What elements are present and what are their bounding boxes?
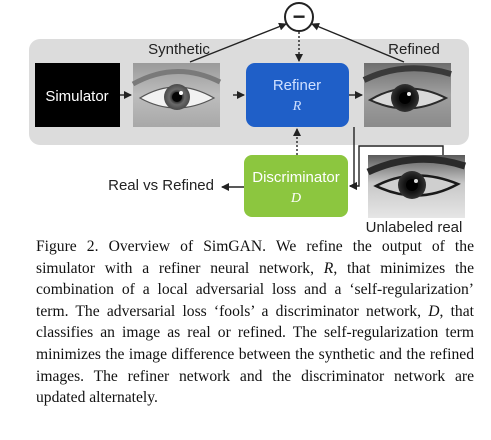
discriminator-symbol: D xyxy=(290,191,301,206)
refined-label: Refined xyxy=(388,41,440,58)
synthetic-label: Synthetic xyxy=(148,41,210,58)
minus-sign: − xyxy=(293,4,306,29)
refiner-block: Refiner R xyxy=(246,63,349,127)
discriminator-label: Discriminator xyxy=(252,169,340,186)
real-vs-refined-label: Real vs Refined xyxy=(108,177,214,194)
refiner-label: Refiner xyxy=(273,77,321,94)
caption-text-part-1: Overview of SimGAN. We refine the output… xyxy=(36,238,474,277)
arrow-synthetic-to-minus xyxy=(189,22,287,63)
flow-arrows xyxy=(120,22,444,191)
caption-text-part-3: , that classifies an image as real or re… xyxy=(36,302,474,407)
caption-symbol-d: D xyxy=(428,302,440,320)
arrow-refined-to-minus xyxy=(311,22,405,63)
unlabeled-real-eye-image xyxy=(366,155,467,218)
figure-caption: Figure 2. Overview of SimGAN. We refine … xyxy=(36,236,474,409)
caption-text-part-2: , that minimizes the combination of a lo… xyxy=(36,259,474,320)
refiner-symbol: R xyxy=(292,99,302,114)
discriminator-block: Discriminator D xyxy=(244,155,348,217)
arrow-unlabeled-to-discriminator xyxy=(349,145,444,190)
simgan-overview-figure: − Simulator Refiner R xyxy=(29,2,469,236)
unlabeled-real-label: Unlabeled real xyxy=(366,219,463,236)
refined-eye-image xyxy=(362,63,452,127)
simulator-label: Simulator xyxy=(45,88,108,105)
caption-symbol-r: R xyxy=(323,259,334,277)
simulator-block: Simulator xyxy=(35,63,120,127)
subtract-node: − xyxy=(284,2,314,32)
caption-figure-label: Figure 2. xyxy=(36,238,99,255)
synthetic-eye-image xyxy=(131,63,222,127)
